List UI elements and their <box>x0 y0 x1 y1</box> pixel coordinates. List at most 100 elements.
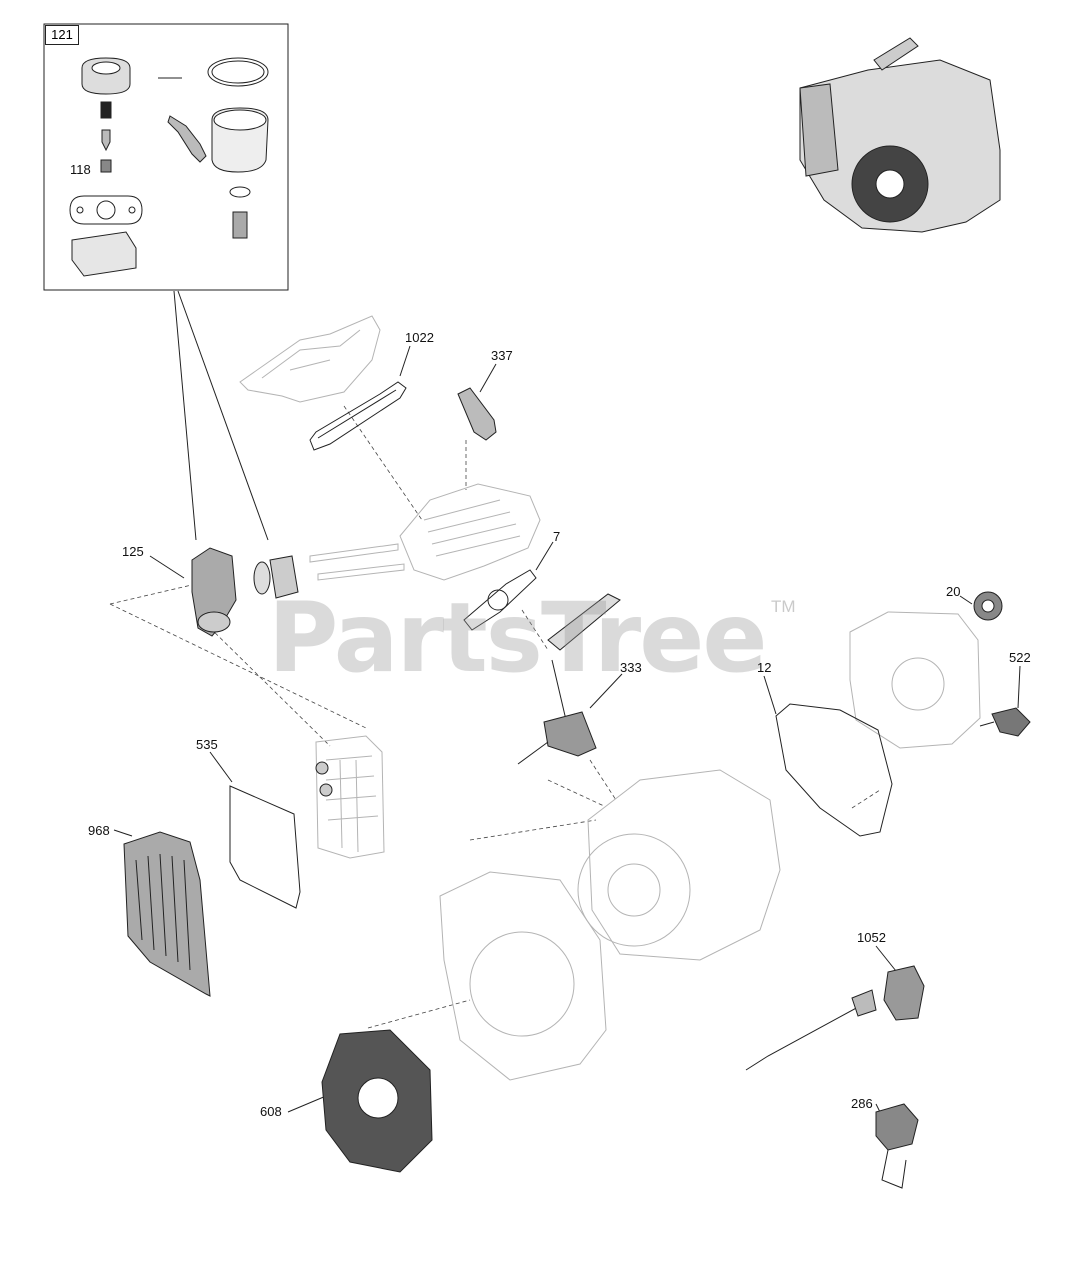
throttle-link <box>551 659 567 721</box>
kit-box-121 <box>43 23 289 291</box>
leader-7 <box>535 541 554 571</box>
throttle-rod <box>517 741 549 765</box>
dash-2 <box>109 603 367 729</box>
leader-1022 <box>399 345 411 377</box>
air-filter-cover <box>123 831 211 997</box>
leader-535 <box>209 751 233 783</box>
kit-o-ring-inner <box>211 60 265 84</box>
blower-housing-ghost <box>439 871 607 1081</box>
callout-1052[interactable]: 1052 <box>857 930 886 945</box>
dash-1 <box>109 583 197 605</box>
oil-sensor-body <box>883 965 925 1021</box>
callout-286[interactable]: 286 <box>851 1096 873 1111</box>
dash-8 <box>547 779 605 807</box>
kit-screw <box>167 115 207 163</box>
engine-block-ghost <box>587 769 781 961</box>
air-filter-cover-ribs <box>135 853 191 971</box>
crankcase-ghost <box>849 611 981 749</box>
engine-inset-body <box>799 59 1001 233</box>
air-cleaner-base-ghost <box>315 735 385 859</box>
callout-118[interactable]: 118 <box>70 162 91 177</box>
callout-7[interactable]: 7 <box>553 529 561 544</box>
recoil-hub <box>357 1077 399 1119</box>
line-parts <box>123 381 1031 1189</box>
kit-needle <box>101 129 111 152</box>
engine-inset <box>799 37 1001 233</box>
kit-spring <box>100 101 112 119</box>
ghost-parts <box>239 315 981 1081</box>
valve-cover-ghost <box>239 315 381 403</box>
engine-inset-hub <box>875 169 905 199</box>
cylinder-head-ghost <box>399 483 541 581</box>
drain-plug-stem <box>979 721 995 727</box>
valve-cover-gasket-inner <box>317 389 397 439</box>
kit-gasket-hole-1 <box>76 206 84 214</box>
callout-535[interactable]: 535 <box>196 737 218 752</box>
dash-6 <box>521 609 549 651</box>
dash-9 <box>851 789 881 809</box>
drain-plug <box>991 707 1031 737</box>
leader-125 <box>149 555 185 579</box>
callout-20[interactable]: 20 <box>946 584 961 599</box>
leader-337 <box>479 363 497 393</box>
dash-7 <box>589 759 617 801</box>
callout-12[interactable]: 12 <box>757 660 772 675</box>
push-rods <box>309 543 405 581</box>
leader-608 <box>287 1095 327 1113</box>
kit-gasket <box>69 195 143 225</box>
oil-sensor-wire <box>745 1005 861 1071</box>
watermark: PartsTree <box>268 582 767 694</box>
throttle-tube <box>547 593 621 651</box>
crankcase-gasket <box>775 703 893 837</box>
valve-cover-gasket <box>309 381 407 451</box>
air-filter <box>229 785 301 909</box>
leader-kit-spacer <box>177 290 269 541</box>
engine-inset-tank <box>799 83 839 177</box>
air-cleaner-base-grid <box>325 755 379 853</box>
callout-1022[interactable]: 1022 <box>405 330 434 345</box>
head-gasket <box>463 569 537 631</box>
oil-seal-hole <box>981 599 995 613</box>
leader-kit-carb <box>173 290 197 541</box>
insulator-2 <box>269 555 299 599</box>
spark-plug <box>457 387 497 441</box>
callout-337[interactable]: 337 <box>491 348 513 363</box>
flywheel-hub-ghost <box>607 863 661 917</box>
kit-gasket-center <box>96 200 116 220</box>
kit-gasket-hole-2 <box>128 206 136 214</box>
blower-housing-opening <box>469 931 575 1037</box>
leader-lines <box>113 290 1021 1113</box>
leader-20 <box>959 595 973 605</box>
callout-968[interactable]: 968 <box>88 823 110 838</box>
ignition-module <box>875 1103 919 1151</box>
dash-3 <box>199 617 331 747</box>
ignition-lead <box>881 1149 907 1189</box>
callout-333[interactable]: 333 <box>620 660 642 675</box>
kit-o-ring <box>207 57 269 87</box>
assembly-dashes <box>109 405 881 1029</box>
kit-parts-group <box>69 57 269 277</box>
kit-spacer <box>71 231 137 277</box>
kit-seat-hole <box>91 61 121 75</box>
valve-cover-ghost-detail <box>261 329 361 379</box>
leader-12 <box>763 675 777 715</box>
leader-522 <box>1017 665 1021 709</box>
dash-4 <box>343 405 423 521</box>
oil-sensor-fitting <box>851 989 877 1017</box>
kit-jet <box>100 159 112 173</box>
filter-nut-1 <box>315 761 329 775</box>
trademark-symbol: TM <box>771 597 796 616</box>
leader-333 <box>589 673 623 709</box>
dash-11 <box>469 819 597 841</box>
kit-bowl-rim <box>213 109 267 131</box>
kit-washer <box>229 186 251 198</box>
throttle-bracket <box>543 711 597 757</box>
flywheel-ghost <box>577 833 691 947</box>
callout-522[interactable]: 522 <box>1009 650 1031 665</box>
head-gasket-hole <box>487 589 509 611</box>
leader-968 <box>113 829 133 837</box>
callout-121[interactable]: 121 <box>45 25 79 45</box>
callout-608[interactable]: 608 <box>260 1104 282 1119</box>
callout-125[interactable]: 125 <box>122 544 144 559</box>
